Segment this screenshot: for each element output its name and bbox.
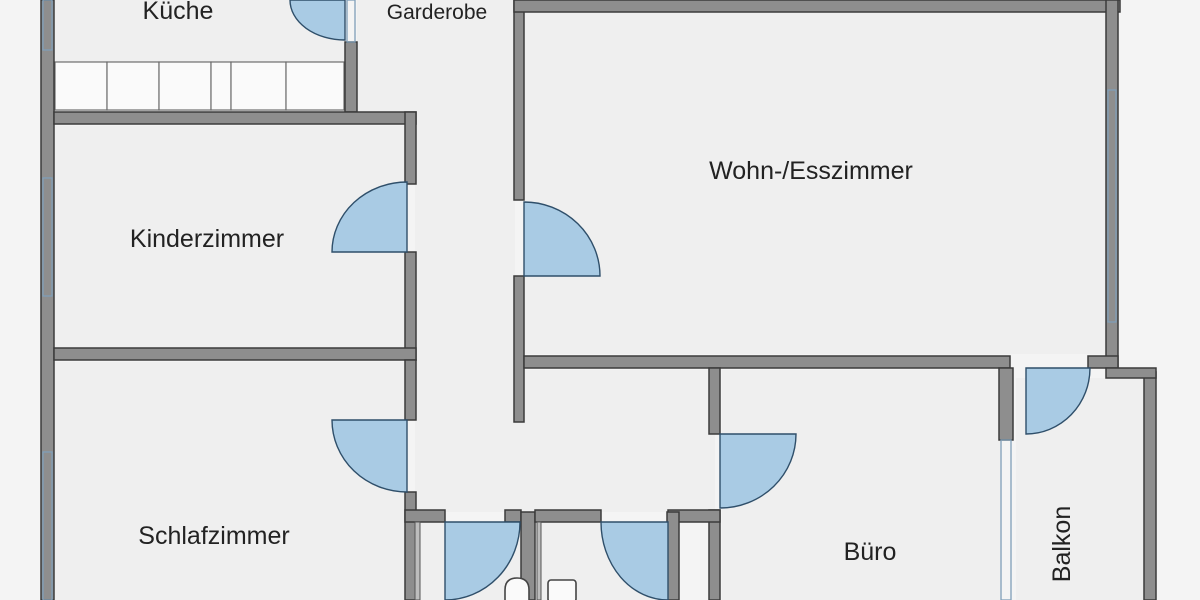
floor-flur-lower — [515, 370, 715, 512]
room-label-buero: Büro — [844, 538, 897, 566]
door-kinderzimmer — [331, 181, 408, 253]
wall-buero-left-bottom — [708, 509, 721, 600]
wall-left-outer — [40, 0, 55, 600]
windows — [42, 0, 1117, 600]
wall-bad-top-right — [504, 509, 522, 523]
cabinet — [106, 61, 160, 111]
window-balkon-door — [1000, 439, 1012, 600]
cabinet — [210, 61, 232, 111]
room-label-garderobe: Garderobe — [387, 1, 487, 24]
floor-flur — [415, 120, 515, 512]
wall-kueche-right — [344, 41, 358, 113]
kitchen-counter — [54, 61, 345, 111]
wall-kinder-right-top — [404, 111, 417, 185]
wall-schlaf-right-top — [404, 359, 417, 421]
wall-buero-left-top — [708, 367, 721, 435]
cabinet — [54, 61, 108, 111]
door-kueche — [289, 0, 346, 41]
door-balkon — [1025, 367, 1091, 435]
wall-schlaf-right-bottom — [404, 491, 417, 600]
sanitary-fixtures — [504, 577, 577, 600]
door-buero — [719, 433, 797, 509]
wall-wohn-bottom-right — [1087, 355, 1119, 369]
room-label-kueche: Küche — [143, 0, 214, 25]
wall-wohn-left-bottom — [513, 275, 525, 423]
wall-kinder-right-bottom — [404, 251, 417, 361]
window-kinderzimmer — [42, 177, 53, 297]
room-label-schlafzimmer: Schlafzimmer — [138, 522, 289, 550]
wall-wc-inner — [536, 521, 542, 600]
cabinet — [285, 61, 345, 111]
door-wohnzimmer — [523, 201, 601, 277]
floor-wohn-esszimmer — [524, 12, 1107, 354]
floor-schlafzimmer — [55, 362, 405, 600]
wall-balkon-top — [1105, 367, 1157, 379]
toilet-icon — [504, 577, 530, 600]
window-wohnzimmer-right — [1107, 89, 1117, 323]
room-label-balkon: Balkon — [1048, 506, 1076, 582]
wall-wohn-left-top — [513, 0, 525, 201]
wall-bad-right — [520, 511, 536, 600]
window-kueche-garderobe — [346, 0, 356, 43]
walls — [40, 0, 1157, 600]
door-wc — [600, 521, 669, 600]
cabinet — [230, 61, 287, 111]
wall-wohn-bottom — [523, 355, 1011, 369]
wall-wc-top — [534, 509, 602, 523]
wall-balkon-right — [1143, 371, 1157, 600]
floor-garderobe — [357, 0, 515, 120]
wall-bad-top-left — [404, 509, 446, 523]
room-labels: Küche Garderobe Wohn-/Esszimmer Kinderzi… — [130, 0, 1076, 582]
wall-buero-right — [998, 367, 1014, 441]
wall-kinder-bottom — [53, 347, 417, 361]
door-schlafzimmer — [331, 419, 408, 493]
wall-kueche-bottom — [53, 111, 417, 125]
wall-wohn-top — [513, 0, 1121, 13]
window-kueche — [42, 0, 53, 51]
wall-wc-right — [666, 511, 680, 600]
doors — [289, 0, 1091, 600]
wall-bad-inner — [414, 521, 421, 600]
room-label-wohn-esszimmer: Wohn-/Esszimmer — [709, 157, 913, 185]
cabinet — [158, 61, 212, 111]
door-bad — [444, 521, 521, 600]
window-schlafzimmer — [42, 451, 53, 600]
room-label-kinderzimmer: Kinderzimmer — [130, 225, 284, 253]
sink-icon — [547, 579, 577, 600]
